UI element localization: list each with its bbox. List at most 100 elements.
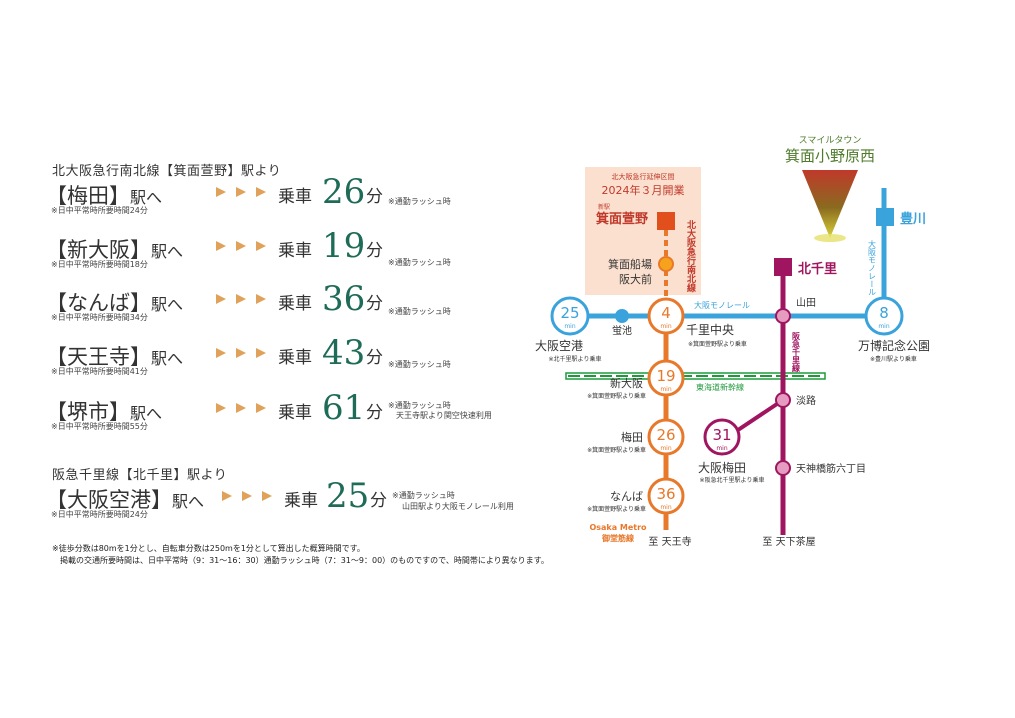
- destination-label: 【大阪空港】駅へ: [46, 488, 205, 512]
- station-dot-yamada: [775, 308, 791, 324]
- svg-text:min: min: [660, 504, 672, 511]
- station-minoh-senba: 箕面船場: [608, 257, 652, 271]
- umeda-note: ※箕面萱野駅より乗車: [587, 446, 646, 454]
- transfer-note: 山田駅より大阪モノレール利用: [402, 502, 514, 511]
- monorail-vertical-label: 大阪モノレール: [868, 239, 877, 296]
- minutes-value: 43: [322, 333, 366, 373]
- svg-text:min: min: [660, 445, 672, 452]
- station-dot-awaji: [775, 392, 791, 408]
- hankyu-line-label: 阪急千里線: [791, 331, 801, 373]
- svg-text:26: 26: [656, 426, 675, 444]
- minutes-unit: 分: [370, 491, 387, 511]
- arrow-icons: [222, 491, 272, 501]
- route-map: 北大阪急行延伸区間 2024年３月開業 新駅 箕面萱野 東海道新幹線 大阪モノレ…: [535, 135, 930, 548]
- hankyu-branch-umeda: [733, 398, 785, 434]
- daytime-note: ※日中平常時所要時間24分: [51, 206, 148, 215]
- badge-shin-osaka: 19 min: [647, 359, 685, 397]
- svg-text:min: min: [660, 323, 672, 330]
- shin-osaka-note: ※箕面萱野駅より乗車: [587, 392, 646, 400]
- ride-label: 乗車: [278, 403, 312, 423]
- rush-note: ※通勤ラッシュ時: [388, 197, 451, 206]
- footnote-walking: ※徒歩分数は80mを1分とし、自転車分数は250mを1分として算出した概算時間で…: [52, 544, 365, 553]
- station-dot-tenjin: [775, 460, 791, 476]
- station-minoh-kayano: 箕面萱野: [596, 211, 648, 227]
- daytime-note: ※日中平常時所要時間41分: [51, 367, 148, 376]
- extension-caption: 北大阪急行延伸区間: [612, 172, 675, 181]
- to-tennoji: 至 天王寺: [648, 536, 691, 548]
- arrow-icons: [216, 294, 266, 304]
- arrow-icons: [216, 348, 266, 358]
- svg-text:min: min: [878, 323, 890, 330]
- badge-banpaku: 8 min: [864, 296, 904, 336]
- svg-text:min: min: [564, 323, 576, 330]
- station-shin-osaka: 新大阪: [610, 376, 643, 390]
- banpaku-note: ※豊川駅より乗車: [870, 355, 917, 363]
- rush-note: ※通勤ラッシュ時: [388, 360, 451, 369]
- svg-text:36: 36: [656, 485, 675, 503]
- ride-label: 乗車: [278, 294, 312, 314]
- station-kitasenri: 北千里: [798, 261, 837, 277]
- ride-label: 乗車: [278, 241, 312, 261]
- minutes-unit: 分: [366, 403, 383, 423]
- transfer-note: 天王寺駅より関空快速利用: [396, 411, 492, 420]
- badge-osaka-airport: 25 min: [550, 296, 590, 336]
- destination-label: 【堺市】駅へ: [46, 400, 163, 424]
- badge-umeda: 26 min: [647, 418, 685, 456]
- minutes-unit: 分: [366, 348, 383, 368]
- monorail-label: 大阪モノレール: [694, 300, 750, 310]
- station-dot-minoh-senba: [658, 256, 674, 272]
- kitasenri-square: [774, 258, 792, 276]
- osaka-umeda-note: ※阪急北千里駅より乗車: [700, 476, 765, 484]
- destination-label: 【天王寺】駅へ: [46, 345, 184, 369]
- badge-osaka-umeda: 31 min: [703, 418, 741, 456]
- property-name: 箕面小野原西: [785, 147, 875, 165]
- minoh-kayano-square: [657, 212, 675, 230]
- tokaido-line: [565, 372, 826, 380]
- minutes-unit: 分: [366, 241, 383, 261]
- extension-date: 2024年３月開業: [602, 183, 685, 197]
- to-tengachaya: 至 天下茶屋: [762, 535, 815, 548]
- section-title-kitakyu: 北大阪急行南北線【箕面萱野】駅より: [52, 164, 282, 179]
- rush-note: ※通勤ラッシュ時: [388, 401, 451, 410]
- minutes-value: 61: [322, 388, 366, 428]
- minutes-unit: 分: [366, 294, 383, 314]
- footnote-times: 掲載の交通所要時間は、日中平常時（9：31〜16：30）通勤ラッシュ時（7：31…: [60, 556, 549, 565]
- route-row-sakai: 【堺市】駅へ ※日中平常時所要時間55分 乗車 61 分 ※通勤ラッシュ時 天王…: [46, 388, 516, 444]
- minutes-value: 36: [322, 279, 366, 319]
- svg-text:4: 4: [661, 304, 671, 322]
- badge-senri-chuo: 4 min: [647, 297, 685, 335]
- svg-text:8: 8: [879, 304, 889, 322]
- ride-label: 乗車: [278, 187, 312, 207]
- minutes-unit: 分: [366, 187, 383, 207]
- arrow-icons: [216, 403, 266, 413]
- daytime-note: ※日中平常時所要時間34分: [51, 313, 148, 322]
- svg-text:min: min: [660, 386, 672, 393]
- arrow-icons: [216, 187, 266, 197]
- route-row-tennoji: 【天王寺】駅へ ※日中平常時所要時間41分 乗車 43 分 ※通勤ラッシュ時: [46, 333, 516, 389]
- section-title-hankyu: 阪急千里線【北千里】駅より: [52, 468, 228, 483]
- ride-label: 乗車: [278, 348, 312, 368]
- tokaido-label: 東海道新幹線: [696, 382, 744, 392]
- property-subtitle: スマイルタウン: [799, 135, 862, 146]
- new-station-label: 新駅: [598, 203, 610, 211]
- arrow-icons: [216, 241, 266, 251]
- toyokawa-square: [876, 208, 894, 226]
- station-dot-hotarugaike: [615, 309, 629, 323]
- property-marker: [802, 170, 858, 238]
- svg-text:25: 25: [560, 304, 579, 322]
- station-osaka-umeda: 大阪梅田: [698, 460, 746, 475]
- svg-text:19: 19: [656, 367, 675, 385]
- rush-note: ※通勤ラッシュ時: [388, 307, 451, 316]
- station-hotarugaike: 蛍池: [612, 324, 632, 337]
- daytime-note: ※日中平常時所要時間18分: [51, 260, 148, 269]
- route-row-osaka-airport: 【大阪空港】駅へ ※日中平常時所要時間24分 乗車 25 分 ※通勤ラッシュ時 …: [46, 476, 516, 532]
- rush-note: ※通勤ラッシュ時: [388, 258, 451, 267]
- badge-namba: 36 min: [647, 477, 685, 515]
- station-senri-chuo: 千里中央: [686, 322, 734, 337]
- minutes-value: 26: [322, 172, 366, 212]
- route-row-namba: 【なんば】駅へ ※日中平常時所要時間34分 乗車 36 分 ※通勤ラッシュ時: [46, 279, 516, 335]
- senri-chuo-note: ※箕面萱野駅より乗車: [688, 340, 747, 348]
- station-osaka-airport: 大阪空港: [535, 339, 583, 353]
- osaka-airport-note: ※北千里駅より乗車: [549, 355, 602, 363]
- svg-text:31: 31: [712, 426, 731, 444]
